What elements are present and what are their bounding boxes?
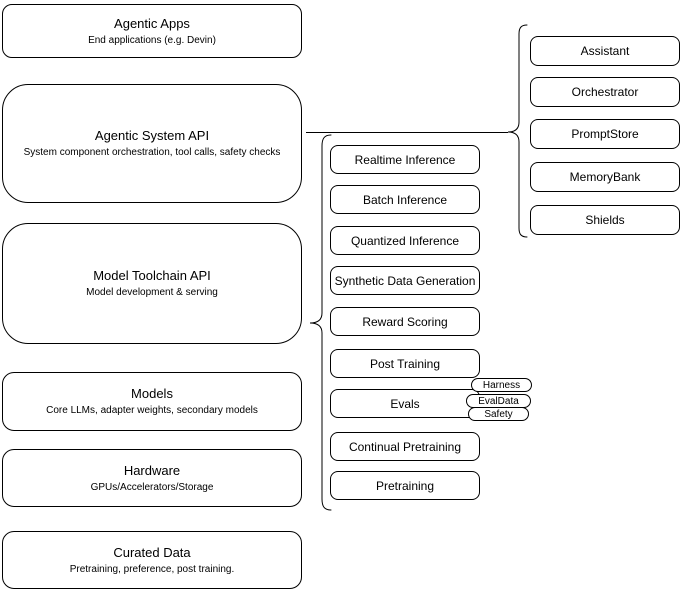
tag-evaldata: EvalData [466, 394, 531, 408]
node-subtitle: GPUs/Accelerators/Storage [90, 481, 214, 493]
node-agentic-apps: Agentic Apps End applications (e.g. Devi… [2, 4, 302, 58]
system-components-brace [507, 24, 528, 238]
node-batch-inference: Batch Inference [330, 185, 480, 214]
node-subtitle: System component orchestration, tool cal… [23, 147, 281, 158]
node-agentic-system-api: Agentic System API System component orch… [2, 84, 302, 203]
toolchain-brace [309, 134, 332, 511]
node-title: Agentic Apps [114, 15, 190, 31]
node-model-toolchain-api: Model Toolchain API Model development & … [2, 223, 302, 344]
node-shields: Shields [530, 205, 680, 235]
node-reward-scoring: Reward Scoring [330, 307, 480, 336]
node-pretraining: Pretraining [330, 471, 480, 500]
node-title: Model Toolchain API [93, 268, 211, 283]
node-promptstore: PromptStore [530, 119, 680, 149]
node-hardware: Hardware GPUs/Accelerators/Storage [2, 449, 302, 507]
node-quantized-inference: Quantized Inference [330, 226, 480, 255]
tag-safety: Safety [468, 407, 529, 421]
node-title: Curated Data [113, 544, 191, 560]
node-title: Hardware [123, 462, 181, 478]
node-title: Agentic System API [94, 128, 210, 143]
node-models: Models Core LLMs, adapter weights, secon… [2, 372, 302, 431]
node-continual-pretraining: Continual Pretraining [330, 432, 480, 461]
node-orchestrator: Orchestrator [530, 77, 680, 107]
tag-harness: Harness [471, 378, 532, 392]
node-realtime-inference: Realtime Inference [330, 145, 480, 174]
node-synthetic-data-generation: Synthetic Data Generation [330, 266, 480, 295]
node-subtitle: Core LLMs, adapter weights, secondary mo… [46, 405, 258, 416]
node-subtitle: Pretraining, preference, post training. [69, 563, 235, 575]
node-evals: Evals [330, 389, 480, 418]
node-assistant: Assistant [530, 36, 680, 66]
node-subtitle: End applications (e.g. Devin) [88, 34, 216, 46]
node-title: Models [131, 386, 173, 401]
node-post-training: Post Training [330, 349, 480, 378]
node-curated-data: Curated Data Pretraining, preference, po… [2, 531, 302, 589]
node-memorybank: MemoryBank [530, 162, 680, 192]
node-subtitle: Model development & serving [86, 287, 218, 298]
